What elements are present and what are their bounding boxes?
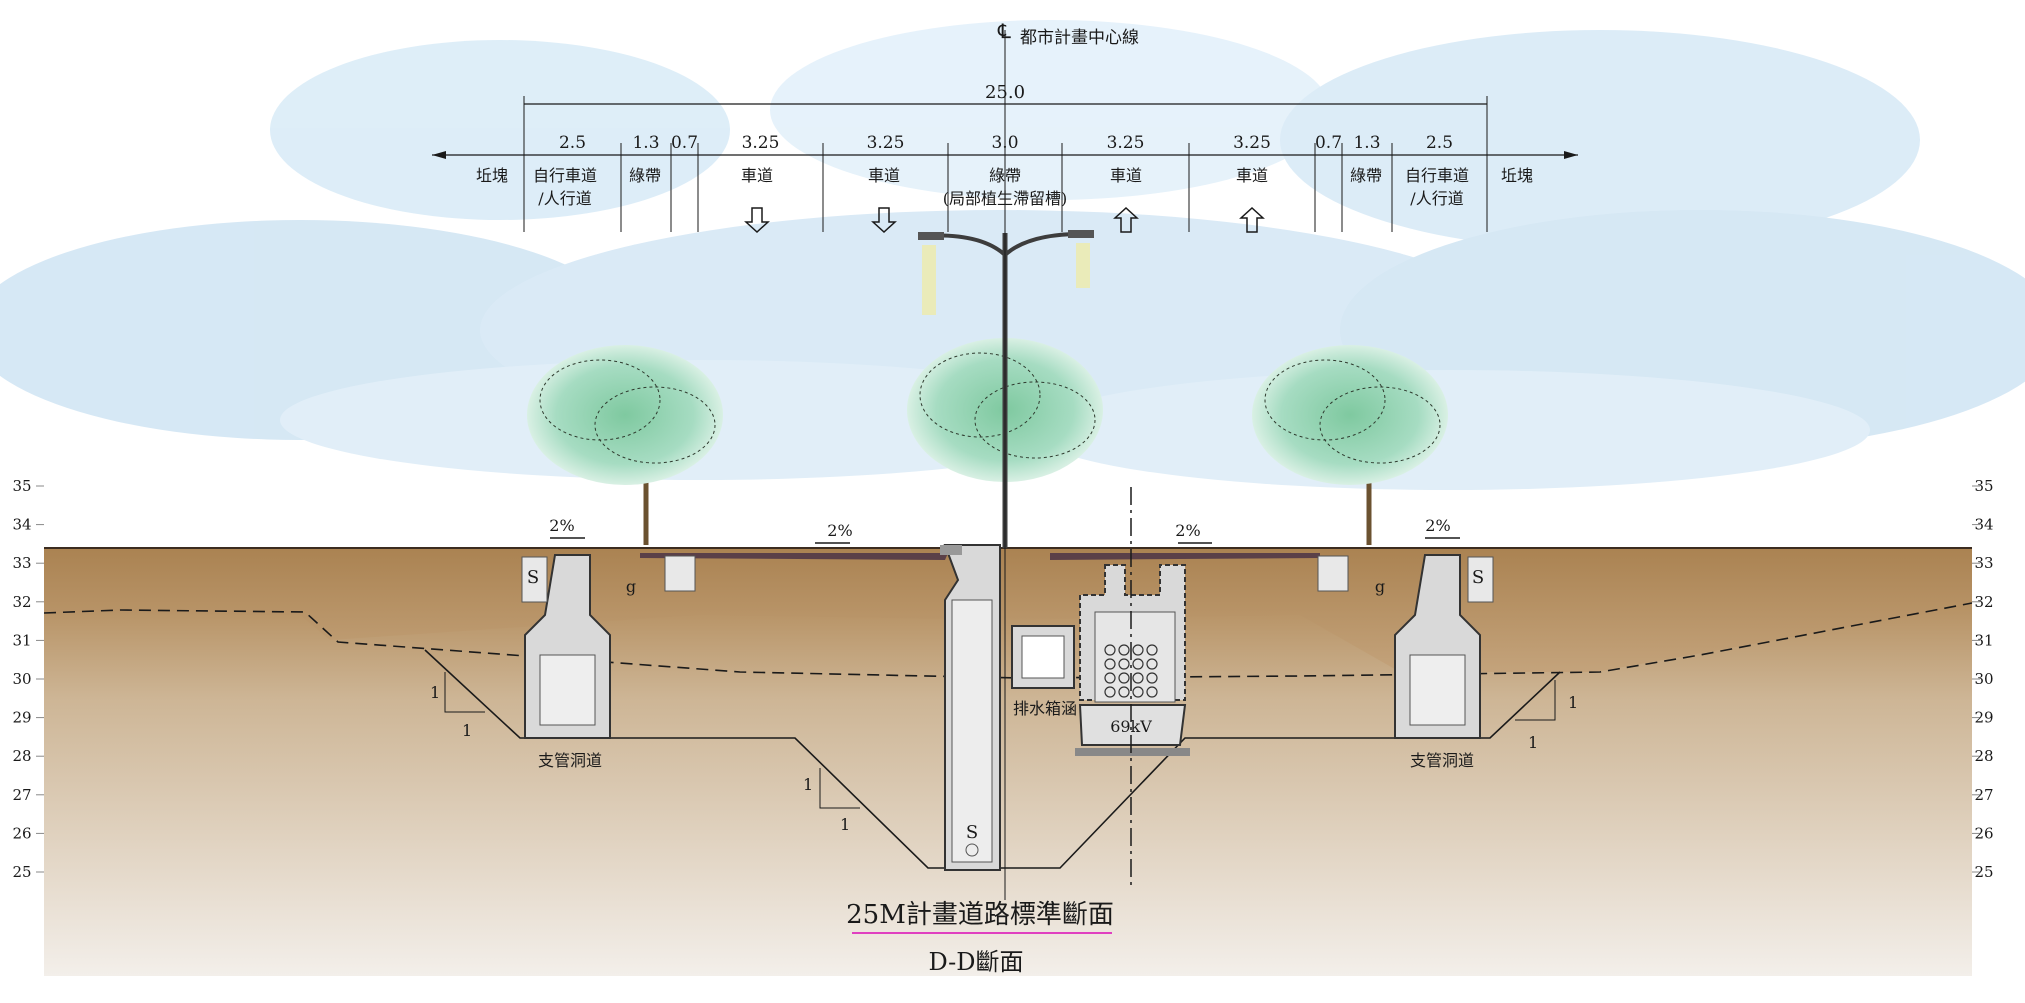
elevation-tick-label: 25 [1974, 863, 1993, 881]
zone-lane-2: 車道 [868, 166, 900, 185]
branch-tunnel-right [1317, 554, 1494, 739]
segment-width-label: 3.0 [991, 133, 1018, 153]
lane-arrow-2 [871, 207, 897, 234]
elevation-scale-left: 35 34 33 32 31 30 29 28 27 26 25 [12, 477, 44, 881]
conduit-grid [1104, 644, 1158, 698]
lane-arrow-1 [744, 207, 770, 234]
elevation-tick-label: 32 [1974, 593, 1993, 611]
tree-right [1252, 345, 1448, 545]
slope-ratio-right: 1 1 [1515, 680, 1578, 752]
lane-arrow-4 [1239, 206, 1265, 233]
slope-label-4: 2% [1425, 516, 1450, 535]
segment-width-label: 3.25 [867, 133, 905, 153]
slope-ratio-rise-3: 1 [1568, 693, 1578, 712]
slope-label-3: 2% [1175, 521, 1200, 540]
gas-label-right: g [1375, 577, 1385, 596]
drain-box-culvert [1011, 625, 1075, 689]
slope-ratio-center: 1 1 [803, 768, 860, 834]
elevation-tick-label: 31 [1974, 631, 1993, 649]
slope-label-2: 2% [827, 521, 852, 540]
drawing-title: 25M計畫道路標準斷面 [846, 900, 1114, 930]
zone-bike-right-2: /人行道 [1410, 189, 1463, 208]
elevation-tick-label: 27 [12, 786, 31, 804]
drawing-subtitle: D-D斷面 [928, 948, 1023, 976]
branch-tunnel-label-left: 支管洞道 [538, 751, 602, 770]
segment-width-label: 2.5 [559, 133, 586, 153]
zone-bike-left-2: /人行道 [538, 189, 591, 208]
elevation-tick-label: 28 [12, 747, 31, 765]
elevation-tick-label: 26 [1974, 824, 1993, 842]
zone-lane-1: 車道 [741, 166, 773, 185]
elevation-tick-label: 34 [1974, 516, 1993, 534]
elevation-tick-label: 30 [1974, 670, 1993, 688]
centerline-symbol: ℄ [997, 19, 1011, 43]
elevation-tick-label: 29 [12, 709, 31, 727]
segment-width-label: 3.25 [742, 133, 780, 153]
total-width-label: 25.0 [985, 82, 1025, 103]
zone-slope-right: 坵塊 [1501, 166, 1533, 185]
elevation-tick-label: 26 [12, 824, 31, 842]
segment-width-label: 3.25 [1107, 133, 1145, 153]
segment-width-label: 0.7 [671, 133, 698, 153]
ground [43, 547, 1973, 976]
slope-ratio-run-1: 1 [462, 721, 472, 740]
slope-ratio-rise-2: 1 [803, 775, 813, 794]
elevation-tick-label: 35 [12, 477, 31, 495]
elevation-scale-right: 35 34 33 32 31 30 29 28 27 26 25 [1972, 477, 1994, 881]
segment-width-label: 3.25 [1233, 133, 1271, 153]
elevation-tick-label: 27 [1974, 786, 1993, 804]
slope-ratio-run-3: 1 [1528, 733, 1538, 752]
segment-width-label: 1.3 [632, 133, 659, 153]
branch-tunnel-left [521, 554, 696, 739]
centerline-label: 都市計畫中心線 [1020, 28, 1139, 48]
elevation-tick-label: 34 [12, 516, 31, 534]
slope-label-1: 2% [549, 516, 574, 535]
segment-width-label: 2.5 [1426, 133, 1453, 153]
zone-median-1: 綠帶 [989, 166, 1021, 185]
segment-labels: 2.5 1.3 0.7 3.25 3.25 3.0 3.25 3.25 0.7 1.3 2.5 [559, 133, 1453, 153]
elevation-tick-label: 31 [12, 631, 31, 649]
sewer-label-left: S [527, 567, 539, 588]
elevation-tick-label: 29 [1974, 709, 1993, 727]
zone-bike-left-1: 自行車道 [533, 166, 597, 185]
dimension-lines [432, 96, 1578, 232]
elevation-tick-label: 33 [1974, 554, 1993, 572]
elevation-tick-label: 30 [12, 670, 31, 688]
sewer-structure-center [940, 544, 1001, 871]
elevation-tick-label: 28 [1974, 747, 1993, 765]
elevation-tick-label: 33 [12, 554, 31, 572]
slope-indicators: 2% 2% 2% 2% [549, 516, 1460, 544]
zone-median-2: (局部植生滯留槽) [943, 189, 1068, 208]
zone-green-left: 綠帶 [629, 166, 661, 185]
slope-ratio-rise-1: 1 [430, 683, 440, 702]
zone-slope-left: 坵塊 [476, 166, 508, 185]
slope-ratio-left-top: 1 1 [430, 672, 485, 740]
lane-arrow-3 [1113, 206, 1139, 233]
branch-tunnel-label-right: 支管洞道 [1410, 751, 1474, 770]
zone-green-right: 綠帶 [1350, 166, 1382, 185]
segment-width-label: 0.7 [1315, 133, 1342, 153]
sewer-label-center: S [966, 822, 978, 843]
slope-ratio-run-2: 1 [840, 815, 850, 834]
zone-bike-right-1: 自行車道 [1405, 166, 1469, 185]
tree-left [527, 345, 723, 545]
zone-lane-4: 車道 [1236, 166, 1268, 185]
power-conduit-label: 69kV [1110, 717, 1152, 736]
gas-label-left: g [626, 577, 636, 596]
drain-box-label: 排水箱涵 [1013, 699, 1077, 718]
elevation-tick-label: 25 [12, 863, 31, 881]
power-duct-structure [1075, 564, 1190, 756]
segment-width-label: 1.3 [1353, 133, 1380, 153]
sewer-label-right: S [1472, 567, 1484, 588]
zone-lane-3: 車道 [1110, 166, 1142, 185]
elevation-tick-label: 35 [1974, 477, 1993, 495]
elevation-tick-label: 32 [12, 593, 31, 611]
